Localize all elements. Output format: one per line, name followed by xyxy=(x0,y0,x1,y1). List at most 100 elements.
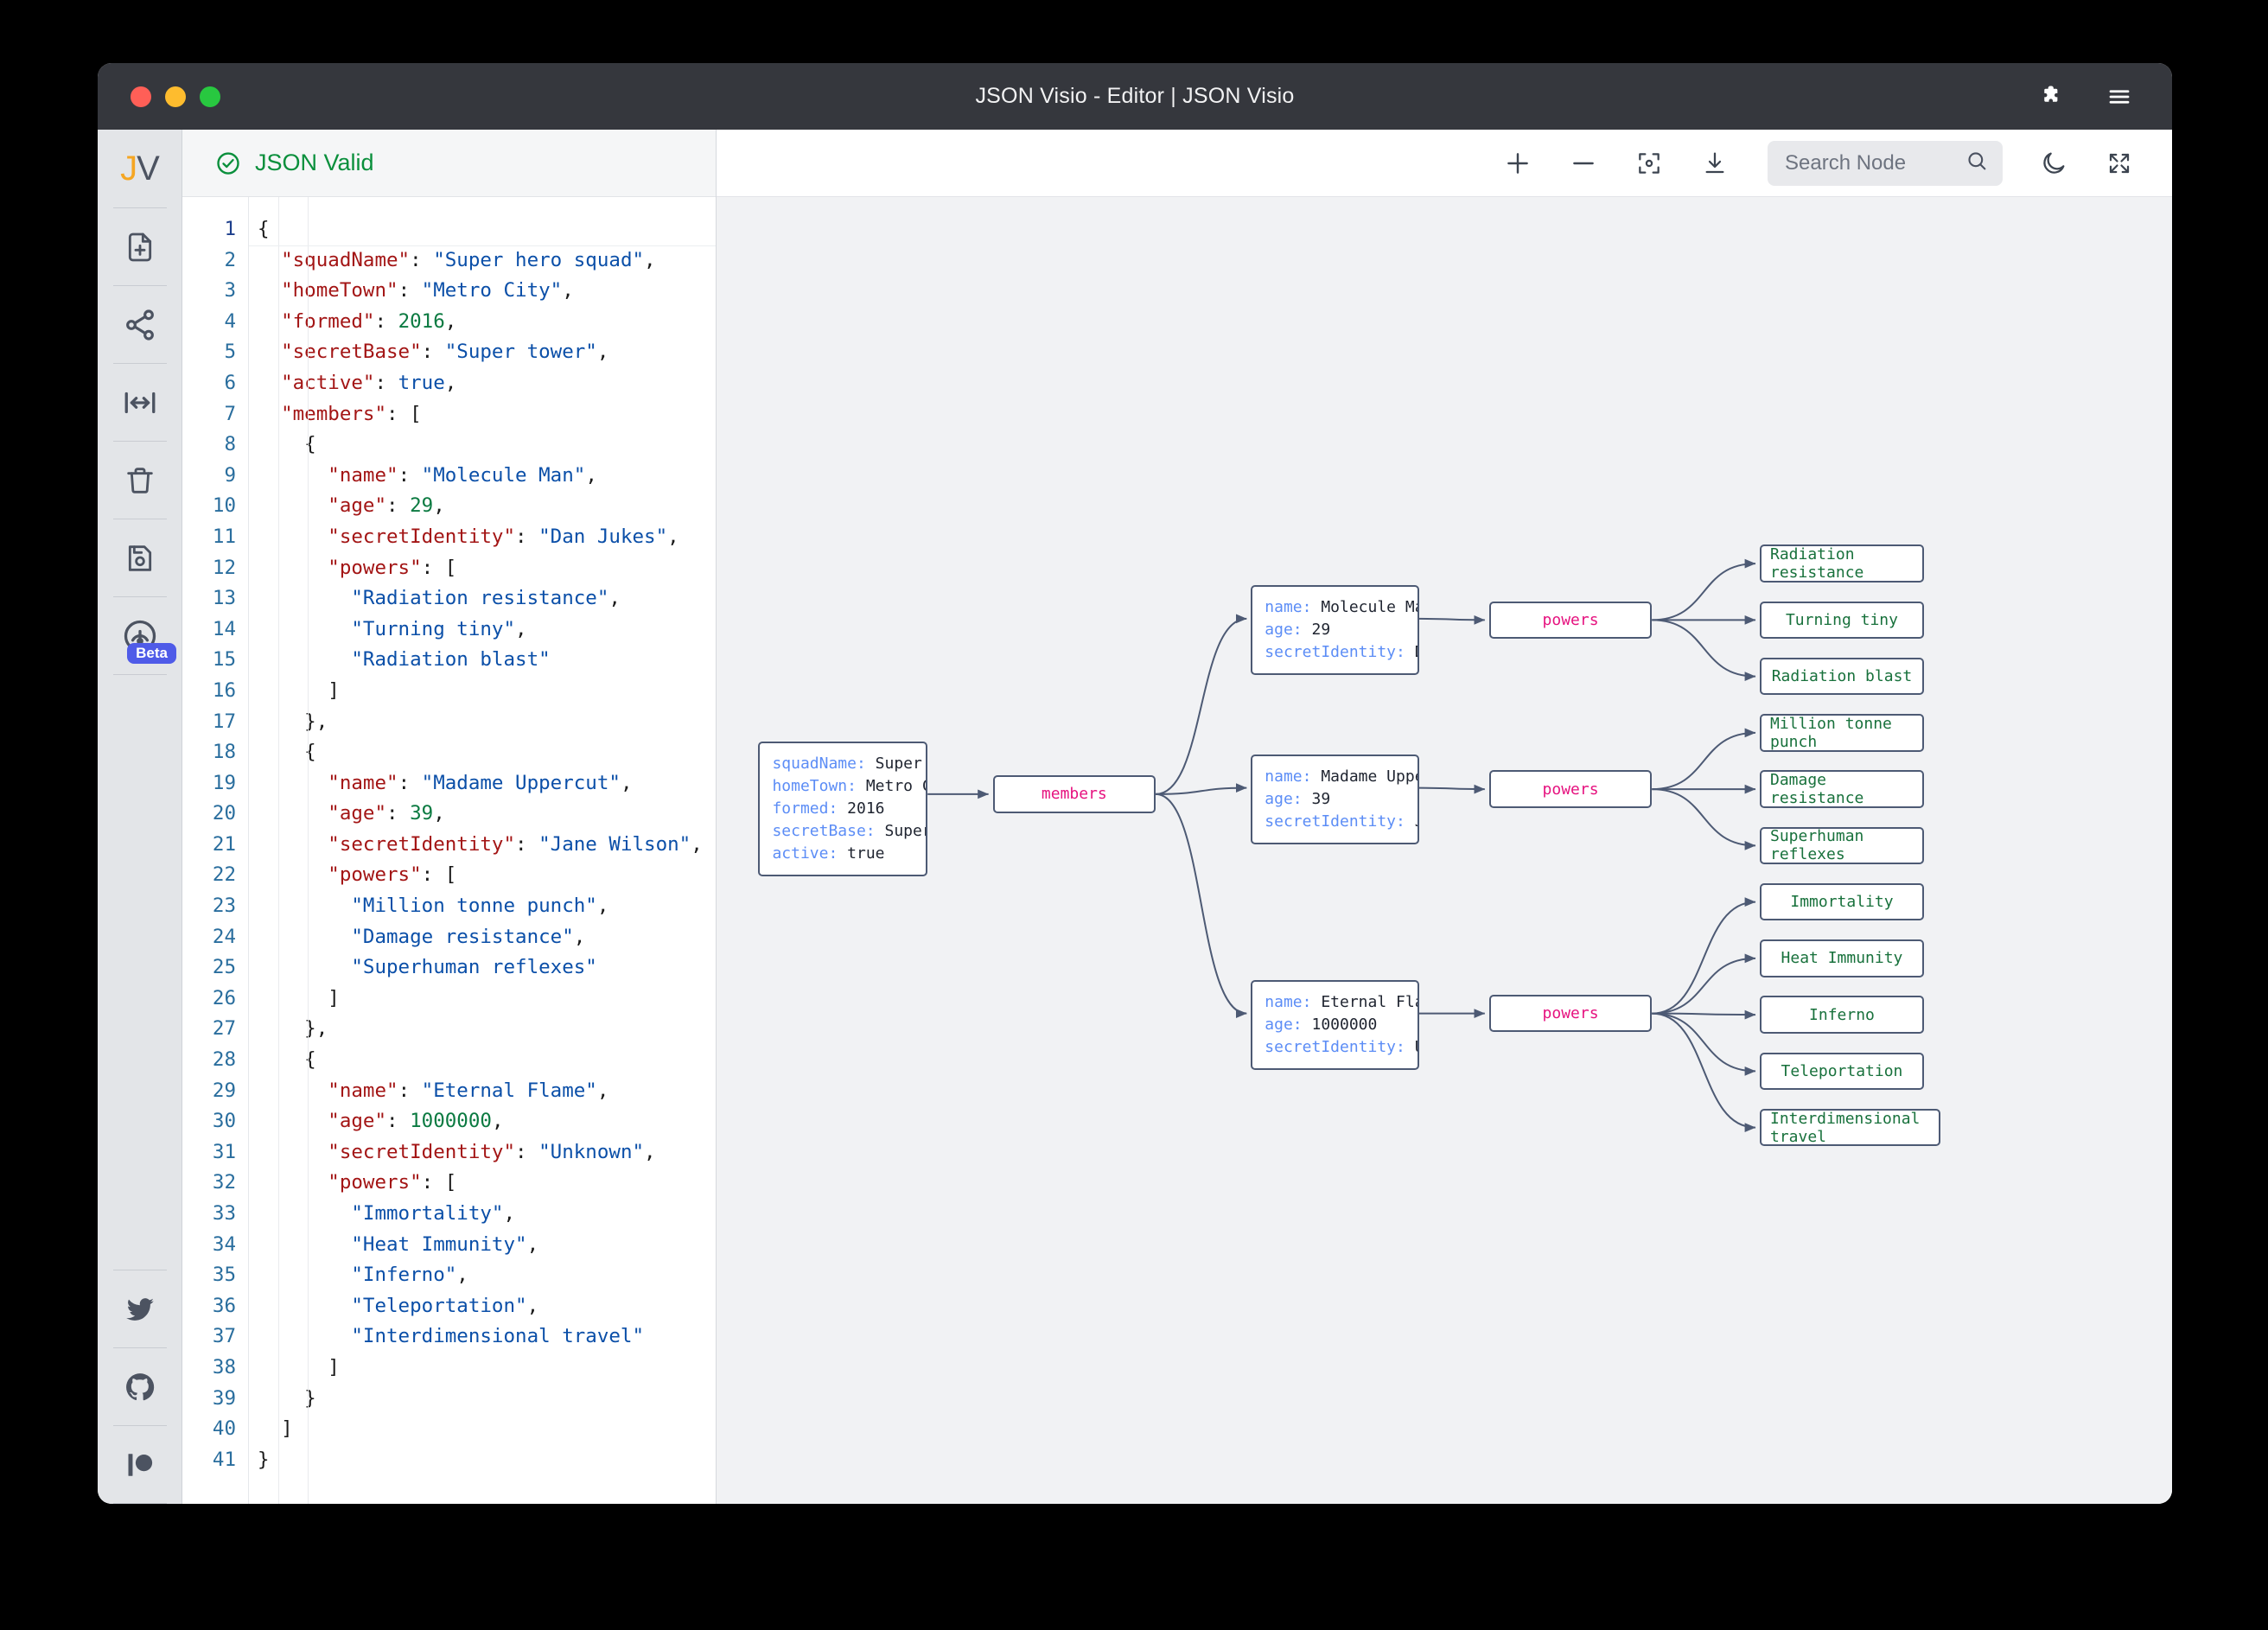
graph-node-leaf[interactable]: Radiation blast xyxy=(1760,657,1924,696)
node-property-value: Madame Uppercut xyxy=(1321,767,1417,786)
graph-node-parent[interactable]: powers xyxy=(1488,601,1653,640)
close-window-button[interactable] xyxy=(131,86,151,107)
code-line: "Radiation blast" xyxy=(351,648,551,672)
line-number: 32 xyxy=(212,1171,236,1194)
line-number: 38 xyxy=(212,1355,236,1378)
line-number: 30 xyxy=(212,1110,236,1133)
graph-edge xyxy=(1652,1012,1756,1076)
graph-canvas[interactable]: squadName: Super hero…homeTown: Metro Ci… xyxy=(717,197,2172,1504)
line-number: 21 xyxy=(212,832,236,856)
graph-node-parent[interactable]: powers xyxy=(1488,994,1653,1033)
trash-icon[interactable] xyxy=(98,442,182,519)
graph-node-object[interactable]: name: Molecule Manage: 29secretIdentity:… xyxy=(1251,584,1419,675)
code-line: "secretIdentity": "Dan Jukes", xyxy=(328,525,679,548)
window-titlebar: JSON Visio - Editor | JSON Visio xyxy=(98,63,2172,130)
graph-edge xyxy=(1418,784,1486,794)
download-icon[interactable] xyxy=(1697,145,1733,181)
node-property: secretBase: Super tow… xyxy=(772,820,926,843)
line-number: 40 xyxy=(212,1417,236,1441)
node-property-key: secretIdentity: xyxy=(1265,812,1415,831)
json-validity-text: JSON Valid xyxy=(255,150,374,175)
titlebar-actions xyxy=(2037,82,2134,111)
line-number: 5 xyxy=(224,341,236,364)
node-property-key: secretBase: xyxy=(772,822,885,840)
graph-node-object[interactable]: name: Eternal Flameage: 1000000secretIde… xyxy=(1251,979,1419,1070)
node-property-key: age: xyxy=(1265,1015,1312,1034)
node-property: active: true xyxy=(772,843,914,865)
node-property: secretIdentity: Dan J… xyxy=(1265,641,1417,664)
graph-node-leaf[interactable]: Damage resistance xyxy=(1760,770,1924,808)
node-label: Radiation resistance xyxy=(1770,545,1864,583)
graph-node-leaf[interactable]: Interdimensional travel xyxy=(1760,1108,1940,1147)
node-label: members xyxy=(1041,785,1107,804)
search-icon xyxy=(1965,149,1989,177)
code-content[interactable]: { "squadName": "Super hero squad", "home… xyxy=(249,214,716,1475)
graph-node-object[interactable]: squadName: Super hero…homeTown: Metro Ci… xyxy=(758,742,928,876)
hamburger-menu-icon[interactable] xyxy=(2105,82,2134,111)
graph-node-leaf[interactable]: Turning tiny xyxy=(1760,601,1924,640)
code-line: "squadName": "Super hero squad", xyxy=(281,248,656,271)
node-property-key: name: xyxy=(1265,992,1322,1011)
code-line: "Heat Immunity", xyxy=(351,1232,539,1256)
zoom-out-icon[interactable] xyxy=(1565,145,1602,181)
maximize-window-button[interactable] xyxy=(200,86,220,107)
graph-node-leaf[interactable]: Million tonne punch xyxy=(1760,714,1924,752)
graph-node-leaf[interactable]: Radiation resistance xyxy=(1760,544,1924,583)
new-file-icon[interactable] xyxy=(98,208,182,285)
graph-edge xyxy=(1156,614,1247,795)
node-property-value: 39 xyxy=(1311,789,1331,808)
graph-viewport[interactable]: squadName: Super hero…homeTown: Metro Ci… xyxy=(717,197,2172,1504)
expand-width-icon[interactable] xyxy=(98,364,182,441)
code-line: ] xyxy=(258,1355,340,1378)
line-number: 35 xyxy=(212,1264,236,1287)
code-line: "age": 1000000, xyxy=(328,1110,504,1133)
code-line: { xyxy=(258,741,316,764)
node-property-value: Jane … xyxy=(1415,812,1418,831)
code-line: ] xyxy=(258,1417,293,1441)
fullscreen-icon[interactable] xyxy=(2101,145,2137,181)
share-graph-icon[interactable] xyxy=(98,286,182,363)
code-scroll-area[interactable]: { "squadName": "Super hero squad", "home… xyxy=(248,197,716,1504)
line-number: 14 xyxy=(212,617,236,640)
node-property-key: name: xyxy=(1265,767,1322,786)
graph-node-parent[interactable]: powers xyxy=(1488,770,1653,808)
twitter-icon[interactable] xyxy=(98,1270,182,1347)
gauge-ai-icon[interactable]: Beta xyxy=(98,597,182,674)
node-label: Turning tiny xyxy=(1785,610,1898,629)
graph-node-leaf[interactable]: Heat Immunity xyxy=(1760,939,1924,977)
search-input[interactable] xyxy=(1785,150,1956,175)
graph-edge xyxy=(1652,953,1756,1015)
node-property-value: Dan J… xyxy=(1415,643,1418,661)
graph-node-parent[interactable]: members xyxy=(992,775,1156,813)
line-number: 17 xyxy=(212,710,236,733)
node-label: powers xyxy=(1542,1004,1599,1023)
graph-edges xyxy=(927,558,1756,1132)
graph-node-object[interactable]: name: Madame Uppercutage: 39secretIdenti… xyxy=(1251,754,1419,844)
active-line-divider xyxy=(249,245,716,246)
puzzle-icon[interactable] xyxy=(2037,82,2067,111)
graph-node-leaf[interactable]: Inferno xyxy=(1760,996,1924,1034)
divider xyxy=(112,363,167,364)
zoom-in-icon[interactable] xyxy=(1500,145,1536,181)
graph-node-leaf[interactable]: Teleportation xyxy=(1760,1052,1924,1091)
patreon-icon[interactable] xyxy=(98,1426,182,1503)
indent-guide xyxy=(278,197,279,1504)
graph-edge xyxy=(1156,793,1247,1018)
divider xyxy=(112,1425,167,1426)
github-icon[interactable] xyxy=(98,1348,182,1425)
line-number: 9 xyxy=(224,463,236,487)
line-number: 31 xyxy=(212,1140,236,1163)
graph-node-leaf[interactable]: Superhuman reflexes xyxy=(1760,826,1924,865)
node-label: Superhuman reflexes xyxy=(1770,827,1864,864)
graph-node-leaf[interactable]: Immortality xyxy=(1760,882,1924,921)
minimize-window-button[interactable] xyxy=(165,86,186,107)
save-disk-icon[interactable] xyxy=(98,519,182,596)
center-view-icon[interactable] xyxy=(1631,145,1667,181)
node-property: age: 29 xyxy=(1265,619,1405,641)
search-node-field[interactable] xyxy=(1768,140,2003,186)
moon-dark-mode-icon[interactable] xyxy=(2035,145,2072,181)
line-number: 24 xyxy=(212,925,236,948)
